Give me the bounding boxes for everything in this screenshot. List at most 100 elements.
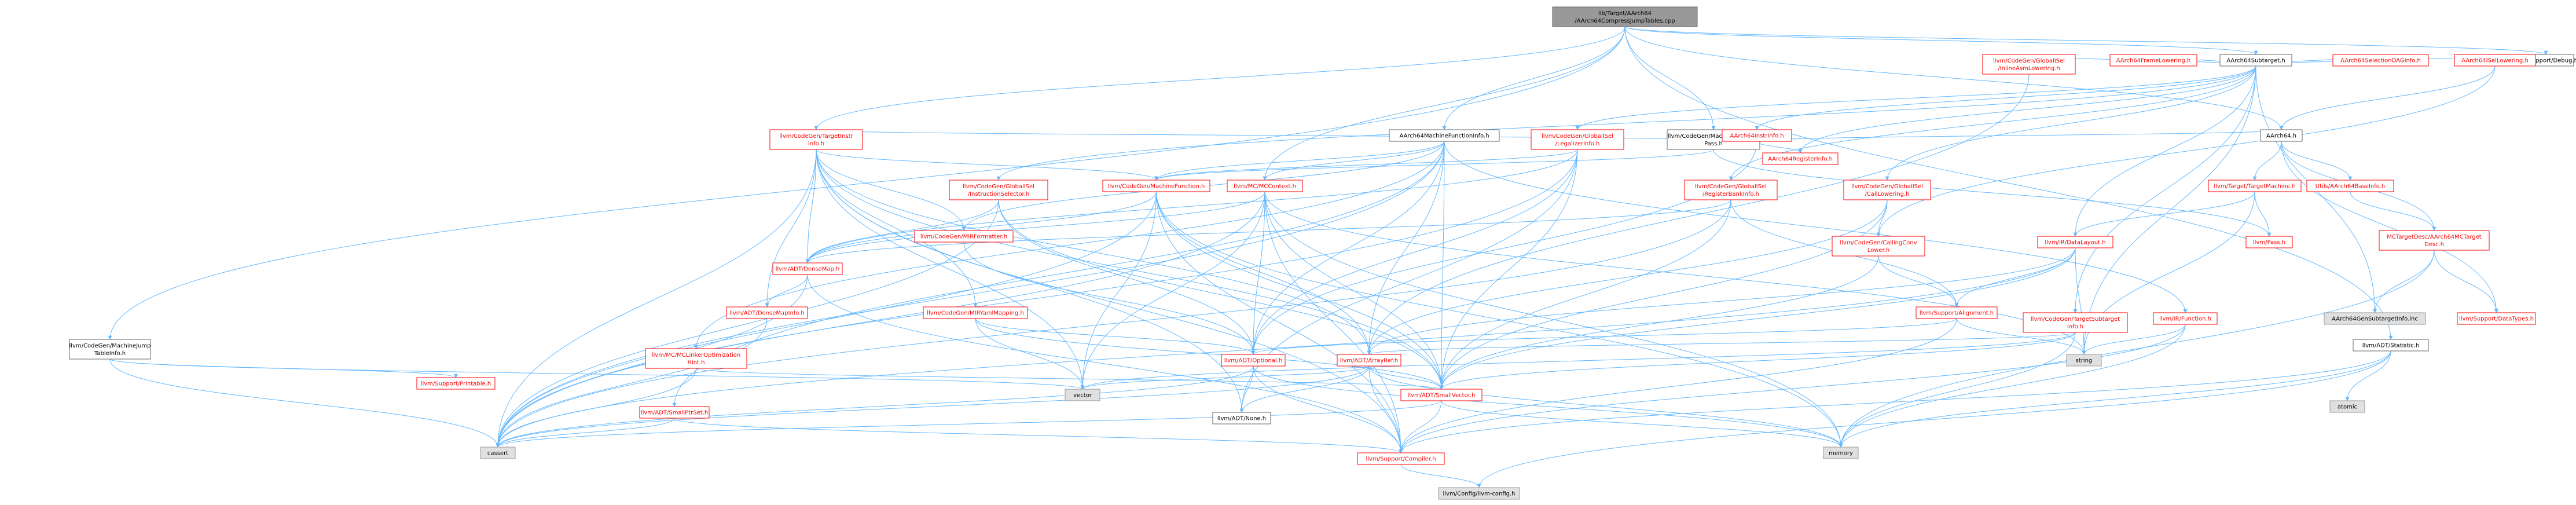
node-label: Info.h [808, 141, 824, 147]
node-label: llvm/CodeGen/TargetInstr [779, 133, 853, 140]
node-label: llvm/ADT/Statistic.h [2362, 343, 2420, 349]
node-label: llvm/CodeGen/MIRYamlMapping.h [927, 310, 1024, 317]
node-smallvector[interactable]: llvm/ADT/SmallVector.h [1400, 389, 1483, 401]
node-aarch64h[interactable]: AArch64.h [2260, 129, 2303, 142]
node-machinefunction[interactable]: llvm/CodeGen/MachineFunction.h [1102, 180, 1210, 192]
node-label: llvm/CodeGen/GlobalISel [1695, 184, 1767, 190]
node-label: cassert [487, 451, 508, 457]
node-label: /CallLowering.h [1865, 191, 1910, 197]
node-box [2109, 54, 2197, 67]
node-label: Desc.h [2424, 241, 2444, 248]
node-label: llvm/IR/Function.h [2159, 316, 2211, 323]
node-miryaml[interactable]: llvm/CodeGen/MIRYamlMapping.h [923, 306, 1028, 319]
node-label: llvm/Support/Printable.h [421, 381, 491, 387]
node-none[interactable]: llvm/ADT/None.h [1212, 412, 1271, 425]
edge-smallvector-to-cassert [496, 400, 1442, 448]
node-alignment[interactable]: llvm/Support/Alignment.h [1916, 306, 1998, 319]
node-mfi[interactable]: AArch64MachineFunctionInfo.h [1389, 129, 1500, 142]
edge-mfi-to-mccontext [1263, 141, 1445, 181]
node-box [1337, 354, 1401, 367]
node-arrayref[interactable]: llvm/ADT/ArrayRef.h [1337, 354, 1401, 367]
node-optional[interactable]: llvm/ADT/Optional.h [1221, 354, 1286, 367]
node-smallptrset[interactable]: llvm/ADT/SmallPtrSet.h [639, 406, 710, 419]
edge-alignment-to-optional [1251, 318, 1957, 355]
node-label: /InstructionSelector.h [968, 191, 1030, 197]
node-label: AArch64Subtarget.h [2226, 58, 2285, 64]
node-box [2379, 230, 2490, 251]
edge-callingconv-to-alignment [1878, 255, 1959, 308]
node-box [645, 348, 747, 369]
node-box [2208, 180, 2302, 192]
node-datatypes[interactable]: llvm/Support/DataTypes.h [2457, 312, 2536, 325]
edge-statistic-to-config [1477, 350, 2391, 488]
node-densemapinfo[interactable]: llvm/ADT/DenseMapInfo.h [726, 306, 808, 319]
node-label: llvm/Pass.h [2253, 240, 2285, 246]
node-reginfo[interactable]: AArch64RegisterInfo.h [1762, 152, 1839, 165]
node-framelow[interactable]: AArch64FrameLowering.h [2109, 54, 2197, 67]
node-root[interactable]: lib/Target/AArch64/AArch64CompressJumpTa… [1552, 6, 1698, 27]
node-label: llvm/CodeGen/GlobalISel [1851, 184, 1923, 190]
node-box [1065, 389, 1100, 401]
edge-targetinstrinfo-to-miryaml [816, 149, 978, 308]
edge-root-to-targetinstrinfo [814, 26, 1625, 130]
node-label: llvm/CodeGen/GlobalISel [1993, 58, 2065, 64]
node-isellow[interactable]: AArch64ISelLowering.h [2454, 54, 2536, 67]
node-box [914, 230, 1014, 243]
node-memory: memory [1823, 447, 1859, 459]
node-label: llvm/CodeGen/TargetSubtarget [2031, 316, 2120, 323]
node-box [769, 129, 863, 150]
node-box [1400, 389, 1483, 401]
edge-arrayref-to-cassert [496, 365, 1370, 448]
node-box [2332, 54, 2429, 67]
node-box [1552, 6, 1698, 27]
edge-targetinstrinfo-to-vector [816, 149, 1085, 390]
edge-densemap-to-compiler [807, 274, 1403, 453]
node-box [923, 306, 1028, 319]
edge-calllow-to-callingconv [1876, 199, 1888, 237]
node-box [1832, 236, 1925, 257]
node-label: memory [1829, 451, 1853, 457]
node-box [949, 180, 1048, 200]
node-datalayout[interactable]: llvm/IR/DataLayout.h [2037, 236, 2113, 248]
node-densemap[interactable]: llvm/ADT/DenseMap.h [772, 262, 843, 275]
node-box [2260, 129, 2303, 142]
node-instrinfo[interactable]: AArch64InstrInfo.h [1722, 129, 1792, 142]
edge-legalizer-to-smallvector [1439, 149, 1578, 390]
node-basinfo[interactable]: Utils/AArch64BaseInfo.h [2306, 180, 2394, 192]
node-label: atomic [2338, 404, 2357, 411]
edge-machinefunction-to-memory [1156, 191, 1843, 448]
node-label: AArch64RegisterInfo.h [1768, 156, 1833, 163]
node-irfunction[interactable]: llvm/IR/Function.h [2153, 312, 2218, 325]
node-mirformatter[interactable]: llvm/CodeGen/MIRFormatter.h [914, 230, 1014, 243]
node-printable[interactable]: llvm/Support/Printable.h [416, 377, 496, 390]
node-label: llvm/CodeGen/GlobalISel [1542, 133, 1613, 140]
node-box [2457, 312, 2536, 325]
node-box [1357, 452, 1445, 465]
node-subtarget[interactable]: AArch64Subtarget.h [2219, 54, 2292, 67]
node-inlineasm[interactable]: llvm/CodeGen/GlobalISel/InlineAsmLowerin… [1982, 54, 2076, 75]
node-mccontext[interactable]: llvm/MC/MCContext.h [1227, 180, 1303, 192]
node-calllow[interactable]: llvm/CodeGen/GlobalISel/CallLowering.h [1843, 180, 1931, 200]
node-label: Hint.h [687, 360, 704, 366]
node-label: vector [1073, 393, 1092, 399]
node-label: Utils/AArch64BaseInfo.h [2316, 184, 2385, 190]
node-statistic[interactable]: llvm/ADT/Statistic.h [2353, 339, 2429, 352]
edge-smallptrset-to-cassert [496, 418, 675, 448]
node-pass[interactable]: llvm/Pass.h [2245, 236, 2293, 248]
node-instsel[interactable]: llvm/CodeGen/GlobalISel/InstructionSelec… [949, 180, 1048, 200]
node-compiler[interactable]: llvm/Support/Compiler.h [1357, 452, 1445, 465]
edge-mfpass-to-machinefunction [1154, 149, 1714, 181]
node-seldag[interactable]: AArch64SelectionDAGInfo.h [2332, 54, 2429, 67]
node-box [639, 406, 710, 419]
node-rbi[interactable]: llvm/CodeGen/GlobalISel/RegisterBankInfo… [1684, 180, 1778, 200]
node-targetmachine[interactable]: llvm/Target/TargetMachine.h [2208, 180, 2302, 192]
node-box [2245, 236, 2293, 248]
node-legalizer[interactable]: llvm/CodeGen/GlobalISel/LegalizerInfo.h [1531, 129, 1624, 150]
